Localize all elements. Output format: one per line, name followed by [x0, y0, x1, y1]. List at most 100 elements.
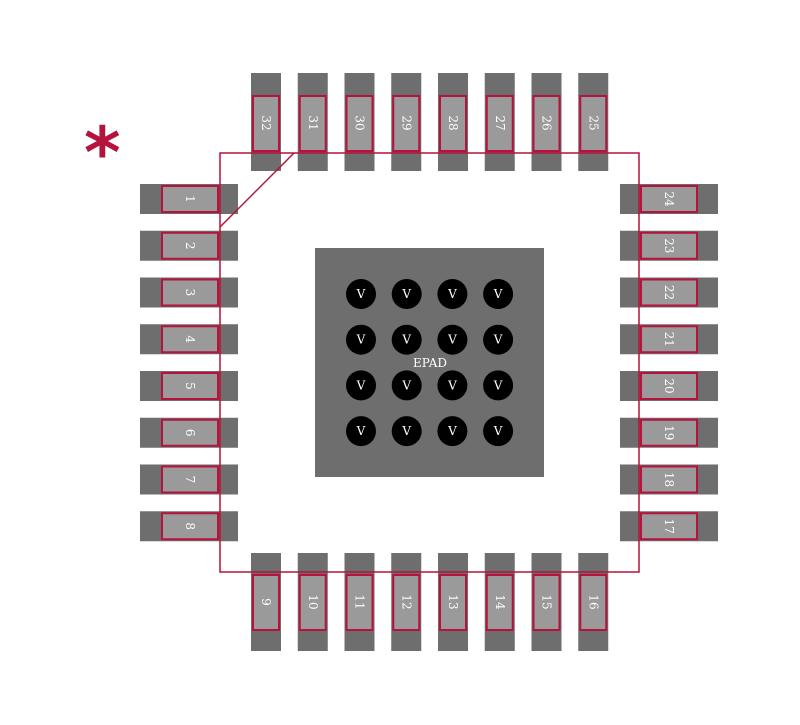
- via: V: [437, 416, 468, 447]
- pin-number: 31: [306, 115, 320, 130]
- pin-paste: [345, 95, 374, 152]
- pin-number: 20: [662, 378, 676, 393]
- pin-8: 8: [140, 511, 238, 542]
- via-circle: [391, 416, 422, 447]
- via-label: V: [493, 287, 503, 301]
- pin-paste: [161, 325, 219, 354]
- pin-paste: [532, 95, 561, 152]
- pin-30: 30: [344, 73, 375, 171]
- via-label: V: [401, 287, 411, 301]
- pin-12: 12: [391, 553, 422, 651]
- pin-number: 27: [493, 115, 507, 130]
- via: V: [391, 279, 422, 309]
- pin-paste: [640, 278, 698, 307]
- pin-paste: [252, 95, 280, 152]
- via-circle: [483, 324, 514, 355]
- pin-number: 17: [662, 519, 676, 534]
- pin-3: 3: [140, 277, 238, 308]
- pin-number: 1: [183, 195, 197, 203]
- via: V: [437, 279, 468, 309]
- pin-23: 23: [620, 230, 718, 261]
- via-circle: [437, 416, 468, 447]
- pin-number: 2: [183, 242, 197, 250]
- via-circle: [483, 370, 514, 401]
- pin-number: 30: [353, 115, 367, 130]
- pin-paste: [161, 465, 219, 494]
- pin-number: 6: [183, 429, 197, 437]
- pin-paste: [392, 574, 421, 631]
- pin-15: 15: [531, 553, 562, 651]
- via-circle: [346, 416, 376, 447]
- pin-number: 11: [353, 594, 367, 609]
- pin-19: 19: [620, 417, 718, 448]
- pin-24: 24: [620, 184, 718, 214]
- pin-number: 29: [399, 115, 413, 130]
- body-outline: [219, 152, 640, 573]
- pin-11: 11: [344, 553, 375, 651]
- pin-number: 7: [183, 476, 197, 484]
- pin-paste: [161, 278, 219, 307]
- via-label: V: [493, 378, 503, 392]
- via-circle: [346, 324, 376, 355]
- pin-number: 3: [183, 289, 197, 297]
- via-label: V: [401, 333, 411, 347]
- pin-29: 29: [391, 73, 422, 171]
- via-circle: [346, 279, 376, 309]
- pin-paste: [161, 512, 219, 541]
- pin-paste: [439, 574, 467, 631]
- pin-21: 21: [620, 324, 718, 355]
- pin-22: 22: [620, 277, 718, 308]
- pin-1: 1: [140, 184, 238, 214]
- pin-paste: [640, 185, 698, 213]
- via: V: [483, 324, 514, 355]
- pin-paste: [345, 574, 374, 631]
- pin-13: 13: [438, 553, 468, 651]
- pin-paste: [532, 574, 561, 631]
- pin-5: 5: [140, 371, 238, 401]
- pin-number: 26: [540, 115, 554, 130]
- pin-7: 7: [140, 464, 238, 495]
- via-label: V: [447, 287, 457, 301]
- via: V: [437, 370, 468, 401]
- pin-paste: [161, 372, 219, 400]
- via: V: [483, 370, 514, 401]
- pin-number: 32: [259, 115, 273, 130]
- pin-number: 19: [662, 425, 676, 440]
- body-outline-rect: [219, 152, 640, 573]
- pin-paste: [439, 95, 467, 152]
- via: V: [391, 370, 422, 401]
- pin-number: 25: [586, 115, 600, 130]
- pin-number: 12: [399, 594, 413, 609]
- pin-paste: [640, 465, 698, 494]
- pin-26: 26: [531, 73, 562, 171]
- via-label: V: [447, 424, 457, 438]
- pin-paste: [298, 574, 327, 631]
- via-label: V: [401, 378, 411, 392]
- via-label: V: [447, 378, 457, 392]
- pin-number: 4: [183, 335, 197, 343]
- pin-20: 20: [620, 371, 718, 401]
- via-circle: [391, 324, 422, 355]
- via: V: [346, 324, 376, 355]
- via-label: V: [401, 424, 411, 438]
- via: V: [483, 416, 514, 447]
- pin-number: 22: [662, 285, 676, 300]
- pin-27: 27: [484, 73, 515, 171]
- pin-number: 5: [183, 382, 197, 390]
- exposed-pad-label: EPAD: [413, 356, 447, 370]
- pin-10: 10: [297, 553, 328, 651]
- pin-paste: [485, 95, 514, 152]
- pin-number: 21: [662, 332, 676, 347]
- via: V: [346, 370, 376, 401]
- pin-paste: [640, 512, 698, 541]
- pin-paste: [298, 95, 327, 152]
- via-label: V: [356, 333, 366, 347]
- via-circle: [391, 370, 422, 401]
- via-label: V: [356, 424, 366, 438]
- pin-paste: [161, 185, 219, 213]
- pin-9: 9: [251, 553, 281, 651]
- pin-32: 32: [251, 73, 281, 171]
- pin-number: 15: [540, 594, 554, 609]
- pin-25: 25: [578, 73, 609, 171]
